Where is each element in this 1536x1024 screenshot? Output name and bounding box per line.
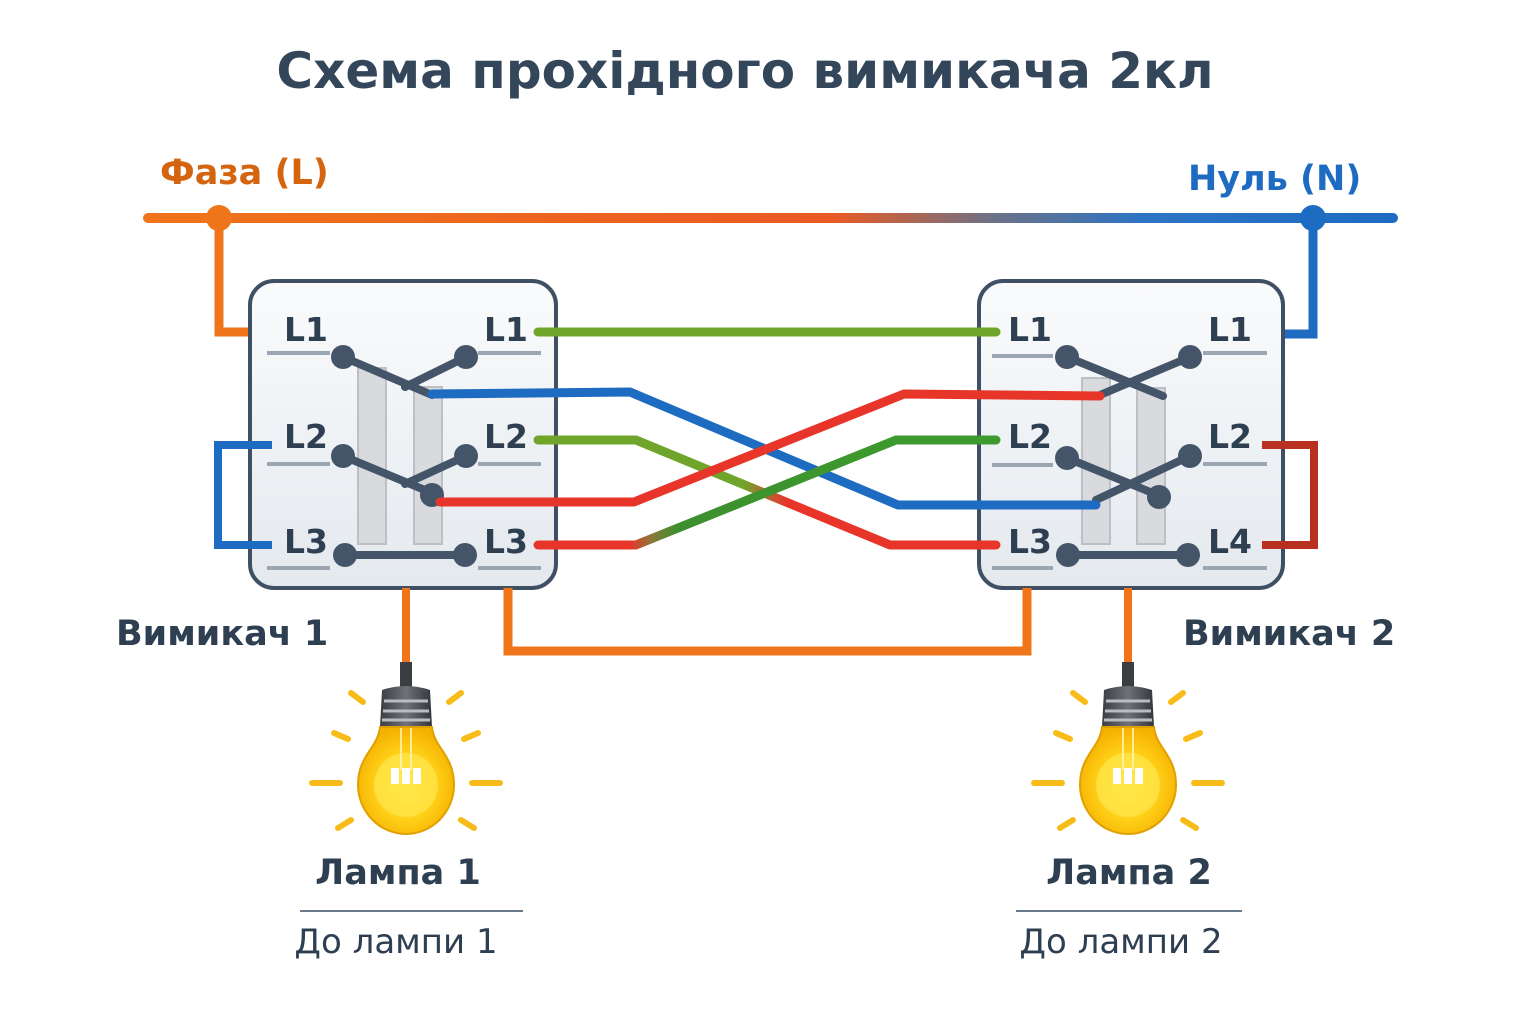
switch-2-terminal-right-1: L1 [1208, 310, 1252, 349]
switch-contact-icon [454, 444, 478, 468]
switch-1-terminal-left-3: L3 [284, 522, 328, 561]
switch-1-mechanism-left [357, 367, 387, 545]
switch-contact-icon [1055, 345, 1079, 369]
switch-1-terminal-right-2: L2 [484, 417, 528, 456]
lamp-1-caption: До лампи 1 [294, 922, 497, 962]
diagram-title: Схема прохідного вимикача 2кл [276, 42, 1213, 100]
light-bulb-icon [1031, 662, 1225, 836]
switch-contact-icon [1176, 543, 1200, 567]
switch-1-terminal-left-1: L1 [284, 310, 328, 349]
switch-2-jumper-l2-l4 [1262, 441, 1318, 549]
switch-contact-icon [331, 444, 355, 468]
traveler-wires [427, 327, 1105, 550]
switch-contact-icon [331, 345, 355, 369]
switch-contact-icon [1147, 485, 1171, 509]
lamp-2-caption: До лампи 2 [1019, 922, 1222, 962]
wire-red-lower [435, 389, 1105, 507]
light-bulb-icon [309, 662, 503, 836]
switch-2-terminal-left-3: L3 [1008, 522, 1052, 561]
wire-switch-link-bottom [503, 588, 1032, 656]
switch-2-mechanism-left [1081, 377, 1111, 545]
switch-2: L1 L2 L3 L1 L2 L4 [977, 279, 1318, 590]
switch-2-terminal-right-4: L4 [1208, 522, 1252, 561]
lamp-2-name: Лампа 2 [1046, 853, 1212, 893]
phase-label: Фаза (L) [160, 153, 329, 193]
switch-contact-icon [333, 543, 357, 567]
switch-2-terminal-right-2: L2 [1208, 417, 1252, 456]
switch-1-terminal-right-1: L1 [484, 310, 528, 349]
switch-contact-icon [1055, 446, 1079, 470]
neutral-label: Нуль (N) [1188, 159, 1361, 199]
switch-contact-icon [454, 345, 478, 369]
switch-2-contacts [1055, 345, 1202, 567]
switch-1-name: Вимикач 1 [116, 614, 328, 654]
switch-2-name: Вимикач 2 [1183, 614, 1395, 654]
switch-contact-icon [1056, 543, 1080, 567]
wire-red-l3 [533, 435, 1001, 550]
switch-1: L1 L2 L3 L1 L2 L3 [214, 279, 558, 590]
switch-2-terminal-left-2: L2 [1008, 417, 1052, 456]
switch-2-terminal-left-1: L1 [1008, 310, 1052, 349]
switch-1-terminal-right-3: L3 [484, 522, 528, 561]
switch-contact-icon [453, 543, 477, 567]
lamp-1-name: Лампа 1 [315, 853, 481, 893]
switch-1-contacts [331, 345, 478, 567]
switch-contact-icon [1178, 444, 1202, 468]
switch-contact-icon [1178, 345, 1202, 369]
switch-1-jumper-l2-l3 [214, 441, 272, 549]
switch-1-terminal-left-2: L2 [284, 417, 328, 456]
